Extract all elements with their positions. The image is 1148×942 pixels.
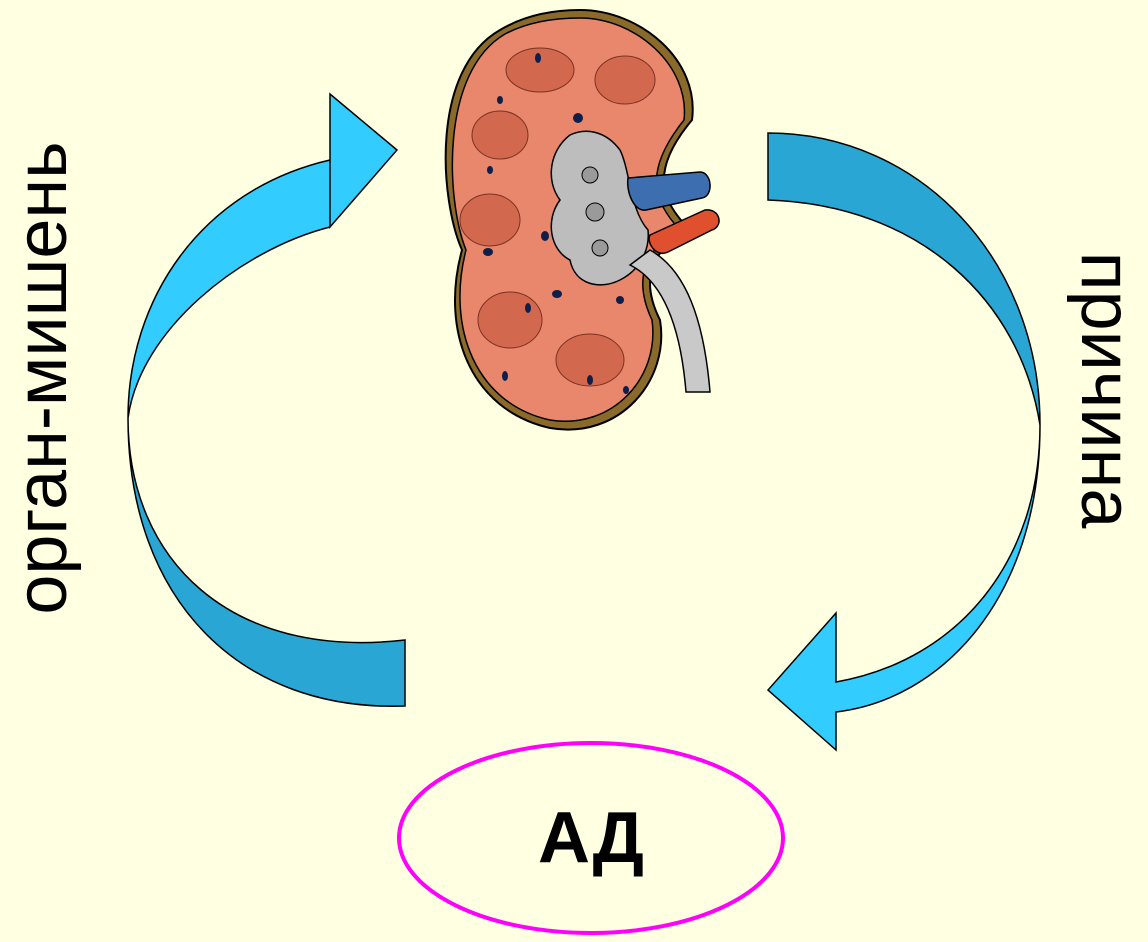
- target-organ-label: орган-мишень: [6, 141, 78, 614]
- curved-arrow-right-lower: [768, 425, 1040, 750]
- curved-arrow-left-upper: [128, 94, 397, 418]
- kidney-illustration: [446, 10, 719, 430]
- curved-arrow-right: [768, 133, 1040, 750]
- cause-label: причина: [1070, 252, 1142, 529]
- curved-arrow-right-upper: [768, 133, 1040, 425]
- blood-pressure-label: АД: [538, 797, 644, 879]
- curved-arrow-left-lower: [128, 418, 405, 706]
- renal-vein: [628, 172, 710, 210]
- curved-arrow-left: [128, 94, 405, 706]
